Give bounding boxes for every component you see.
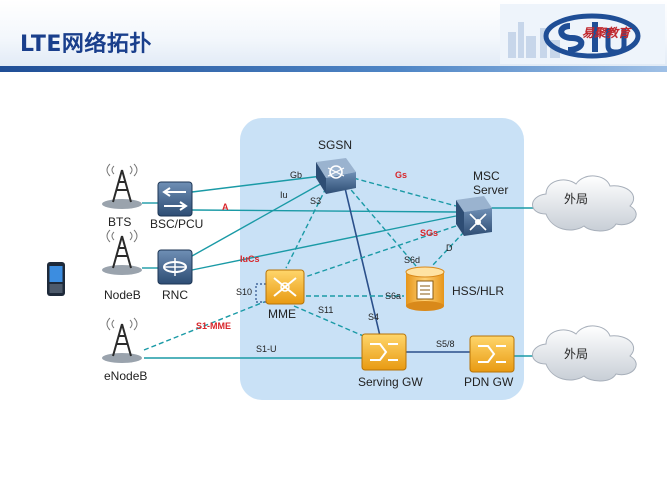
bsc-pcu-icon bbox=[157, 181, 193, 217]
interface-s1mme-label: S1-MME bbox=[196, 321, 231, 331]
link-bsc-msc-a bbox=[191, 209, 457, 213]
hss-hlr-label: HSS/HLR bbox=[452, 284, 504, 298]
interface-s6d-label: S6d bbox=[404, 255, 420, 265]
link-bsc-sgsn-gb bbox=[191, 175, 323, 193]
interface-sgs-label: SGs bbox=[420, 228, 438, 238]
serving-gw-label: Serving GW bbox=[358, 375, 423, 389]
link-sgsn-msc-gs bbox=[345, 175, 457, 207]
enodeb-tower-icon bbox=[102, 317, 142, 363]
bsc-pcu-label: BSC/PCU bbox=[150, 217, 203, 231]
pdn-gw-icon bbox=[469, 335, 515, 373]
interface-s11-label: S11 bbox=[318, 305, 333, 315]
interface-s3-label: S3 bbox=[310, 196, 321, 206]
nodeb-label: NodeB bbox=[104, 288, 141, 302]
interface-d-label: D bbox=[446, 243, 453, 253]
interface-gs-label: Gs bbox=[395, 170, 407, 180]
bts-label: BTS bbox=[108, 215, 131, 229]
sgsn-router-icon bbox=[316, 158, 356, 194]
msc-label-line1: MSC bbox=[473, 169, 500, 183]
cloud-top-label: 外局 bbox=[564, 192, 588, 206]
header-divider bbox=[0, 66, 667, 72]
logo-text: 易聚教育 bbox=[582, 26, 631, 40]
link-mme-s10-loop bbox=[255, 283, 266, 303]
bts-tower-icon bbox=[102, 163, 142, 209]
interface-s4-label: S4 bbox=[368, 312, 379, 322]
interface-s1u-label: S1-U bbox=[256, 344, 277, 354]
link-mme-sgw-s11 bbox=[293, 305, 369, 339]
rnc-icon bbox=[157, 249, 193, 285]
link-sgsn-mme-s3 bbox=[285, 187, 327, 269]
enodeb-label: eNodeB bbox=[104, 369, 147, 383]
hss-hlr-database-icon bbox=[405, 266, 445, 311]
interface-iucs-label: IuCs bbox=[240, 254, 260, 264]
link-rnc-sgsn-iu bbox=[191, 181, 325, 257]
link-enodeb-mme-s1mme bbox=[143, 301, 265, 351]
interface-s58-label: S5/8 bbox=[436, 339, 455, 349]
interface-gb-label: Gb bbox=[290, 170, 302, 180]
msc-server-router-icon bbox=[456, 196, 492, 236]
mme-icon bbox=[265, 269, 305, 305]
cloud-bottom-icon bbox=[532, 325, 637, 382]
sgsn-label: SGSN bbox=[318, 138, 352, 152]
link-msc-mme-sgs bbox=[301, 225, 457, 279]
nodeb-tower-icon bbox=[102, 229, 142, 275]
logo-emblem-icon bbox=[500, 4, 665, 64]
mme-label: MME bbox=[268, 307, 296, 321]
link-rnc-msc-iucs bbox=[191, 215, 457, 271]
mobile-phone-icon bbox=[47, 262, 65, 296]
rnc-label: RNC bbox=[162, 288, 188, 302]
link-sgsn-sgw-s4 bbox=[344, 187, 381, 337]
page-title: LTE网络拓扑 bbox=[20, 32, 152, 57]
pdn-gw-label: PDN GW bbox=[464, 375, 514, 389]
cloud-top-icon bbox=[532, 175, 637, 232]
link-sgsn-hss-s6d bbox=[345, 183, 417, 267]
interface-s10-label: S10 bbox=[236, 287, 252, 297]
interface-s6a-label: S6a bbox=[385, 291, 401, 301]
interface-iu-label: Iu bbox=[280, 190, 288, 200]
serving-gw-icon bbox=[361, 333, 407, 371]
msc-label-line2: Server bbox=[473, 183, 508, 197]
cloud-bottom-label: 外局 bbox=[564, 347, 588, 361]
interface-a-label: A bbox=[222, 202, 229, 212]
